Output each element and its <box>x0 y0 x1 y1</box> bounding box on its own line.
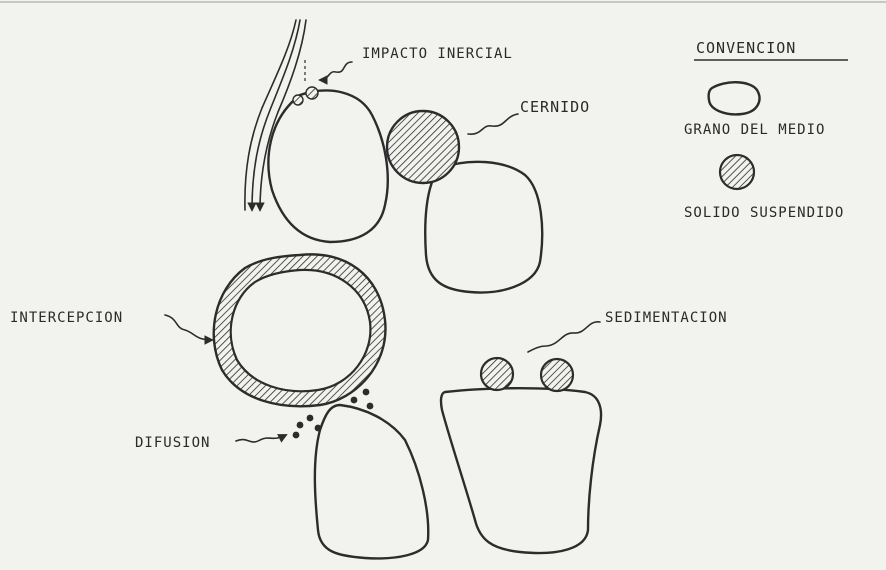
label-sedimentacion: SEDIMENTACION <box>605 310 728 326</box>
cernido-solid <box>387 111 459 183</box>
impact-particle-2 <box>306 87 318 99</box>
media-grain-1 <box>268 91 387 242</box>
legend: CONVENCION GRANO DEL MEDIO SOLIDO SUSPEN… <box>684 39 848 221</box>
label-cernido: CERNIDO <box>520 98 590 116</box>
label-impacto-inercial: IMPACTO INERCIAL <box>362 46 513 62</box>
impacto-pointer <box>320 62 352 80</box>
impact-particle-1 <box>293 95 303 105</box>
difusion-pointer <box>236 435 286 442</box>
cernido-pointer <box>468 114 518 134</box>
sedimentation-solid-1 <box>481 358 513 390</box>
label-difusion: DIFUSION <box>135 435 210 451</box>
legend-solid-label: SOLIDO SUSPENDIDO <box>684 205 844 221</box>
media-grain-2 <box>425 162 542 293</box>
legend-title: CONVENCION <box>696 39 796 57</box>
label-intercepcion: INTERCEPCION <box>10 310 123 326</box>
legend-solid-symbol <box>720 155 754 189</box>
sedimentacion-pointer <box>528 322 600 352</box>
intercepcion-pointer <box>165 315 212 340</box>
media-grain-3 <box>231 270 371 391</box>
media-grain-4 <box>315 405 428 558</box>
media-grain-5 <box>441 388 601 553</box>
legend-grain-label: GRANO DEL MEDIO <box>684 122 825 138</box>
legend-grain-symbol <box>709 82 760 114</box>
sedimentation-solid-2 <box>541 359 573 391</box>
